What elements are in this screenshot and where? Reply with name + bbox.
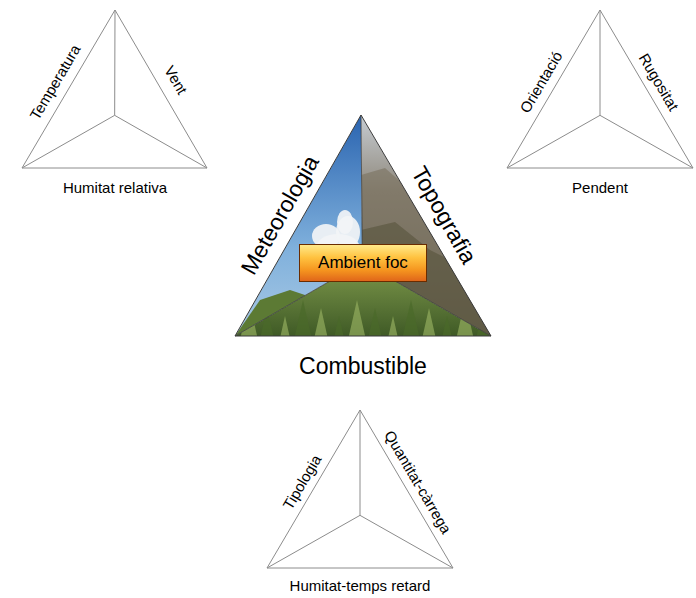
triangle-border bbox=[507, 10, 693, 168]
triangle-border bbox=[235, 115, 491, 336]
side-label: Vent bbox=[161, 63, 191, 98]
box-label: Ambient foc bbox=[318, 253, 408, 273]
base-label: Humitat relativa bbox=[63, 179, 167, 196]
side-label: Orientació bbox=[516, 48, 566, 116]
factor-triangle: MeteorologiaTopografiaCombustibleAmbient… bbox=[235, 115, 491, 336]
triangle-division bbox=[360, 410, 361, 515]
factor-triangle: OrientacióRugositatPendent bbox=[507, 10, 693, 168]
triangle-division bbox=[267, 515, 360, 568]
triangle-division bbox=[600, 115, 693, 168]
triangle-division bbox=[361, 115, 362, 262]
base-label: Combustible bbox=[299, 353, 427, 379]
fire-box: Ambient foc bbox=[299, 244, 427, 282]
triangle-division bbox=[507, 115, 600, 168]
side-label: Quantitat-càrrega bbox=[381, 427, 455, 536]
triangle-division bbox=[114, 10, 115, 115]
factor-triangle: TemperaturaVentHumitat relativa bbox=[22, 10, 207, 168]
triangle-division bbox=[600, 10, 601, 115]
factor-triangle: TipologiaQuantitat-càrregaHumitat-temps … bbox=[267, 410, 453, 568]
triangle-border bbox=[22, 10, 207, 168]
side-label: Temperatura bbox=[26, 41, 84, 122]
base-label: Humitat-temps retard bbox=[290, 577, 431, 594]
base-label: Pendent bbox=[572, 179, 628, 196]
triangle-division bbox=[115, 115, 207, 168]
triangle-division bbox=[22, 115, 115, 168]
